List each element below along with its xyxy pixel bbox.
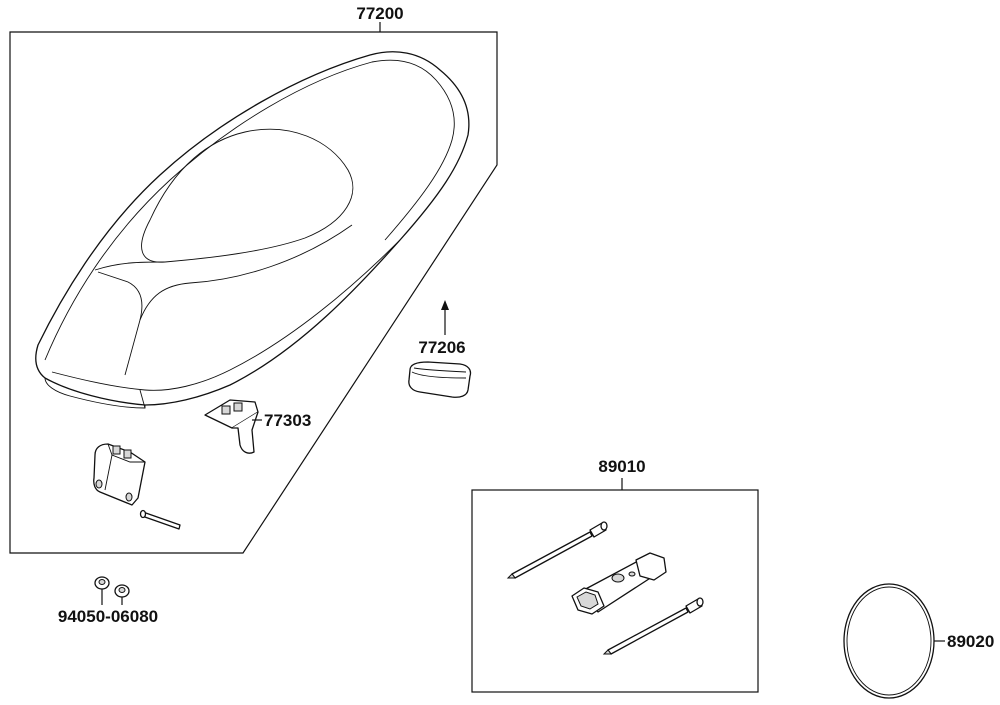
label-77303: 77303 (264, 411, 311, 430)
label-77206: 77206 (418, 338, 465, 357)
seat-rubber-icon (408, 361, 472, 398)
tool-kit-group: 89010 (471, 457, 759, 693)
seat-assembly-outline (9, 31, 498, 554)
seat-lock-hook-icon (204, 399, 259, 454)
label-89010: 89010 (598, 457, 645, 476)
nut-group: 94050-06080 (58, 576, 158, 626)
seat-icon (35, 51, 470, 409)
label-94050-06080: 94050-06080 (58, 607, 158, 626)
seat-assembly-group: 77200 77303 (9, 4, 498, 554)
screwdriver-icon (506, 521, 608, 579)
socket-wrench-icon (571, 552, 667, 615)
band-icon (843, 583, 935, 699)
screwdriver-icon (602, 597, 704, 655)
nut-icon (94, 576, 130, 598)
band-group: 89020 (843, 583, 994, 699)
label-77200: 77200 (356, 4, 403, 23)
seat-rubber-group: 77206 (408, 300, 472, 398)
hinge-pin-icon (139, 509, 181, 530)
hinge-bracket-icon (93, 443, 146, 506)
tool-kit-box (471, 489, 759, 693)
arrow-up-icon (441, 300, 449, 310)
label-89020: 89020 (947, 632, 994, 651)
